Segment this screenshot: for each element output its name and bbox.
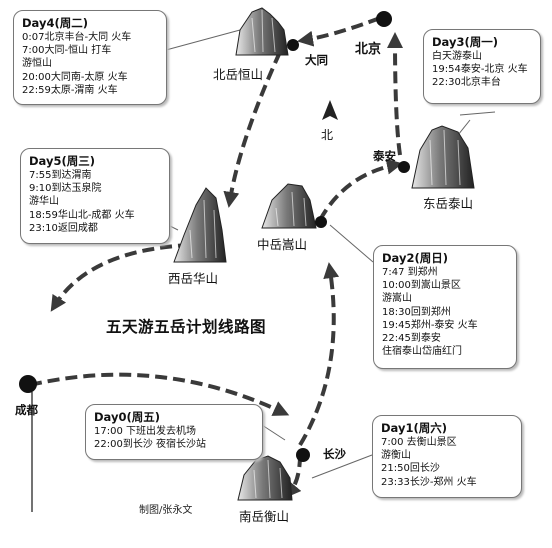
mountain-label-songshan: 中岳嵩山	[257, 237, 308, 252]
day3-box: Day3(周一) 白天游泰山 19:54泰安-北京 火车 22:30北京丰台	[423, 29, 541, 104]
day0-line: 17:00 下班出发去机场	[94, 426, 196, 437]
city-label-changsha: 长沙	[323, 447, 346, 461]
route-beijing-datong	[297, 16, 381, 47]
day1-line: 23:33长沙-郑州 火车	[381, 476, 477, 488]
day2-line: 住宿泰山岱庙红门	[382, 346, 462, 358]
day0-title: Day0(周五)	[94, 410, 160, 424]
mountain-label-taishan: 东岳泰山	[423, 196, 474, 211]
route-path	[29, 16, 404, 499]
day5-line: 游华山	[29, 196, 59, 208]
day5-line: 9:10到达玉泉院	[29, 183, 102, 195]
city-label-beijing: 北京	[355, 42, 382, 57]
day3-line: 22:30北京丰台	[432, 77, 501, 89]
credit-text: 制图/张永文	[139, 505, 193, 516]
dot-chengdu	[19, 375, 37, 393]
day5-box: Day5(周三) 7:55到达渭南 9:10到达玉泉院 游华山 18:59华山北…	[20, 148, 170, 244]
day3-line: 白天游泰山	[432, 51, 482, 62]
dot-datong	[287, 39, 299, 51]
day2-line: 10:00到嵩山景区	[382, 280, 461, 292]
city-label-chengdu: 成都	[15, 403, 38, 417]
day3-line: 19:54泰安-北京 火车	[432, 64, 528, 76]
day4-line: 7:00大同-恒山 打车	[22, 45, 112, 57]
city-label-taian: 泰安	[373, 149, 396, 163]
day5-line: 18:59华山北-成都 火车	[29, 209, 135, 221]
mountain-label-hengshan-south: 南岳衡山	[239, 509, 290, 524]
day1-title: Day1(周六)	[381, 421, 447, 435]
day2-title: Day2(周日)	[382, 251, 448, 265]
dot-songshan	[315, 216, 327, 228]
callout-lines	[165, 29, 496, 479]
day2-line: 18:30回到郑州	[382, 306, 451, 318]
day4-title: Day4(周二)	[22, 16, 88, 30]
day4-box: Day4(周二) 0:07北京丰台-大同 火车 7:00大同-恒山 打车 游恒山…	[13, 10, 167, 105]
day2-line: 22:45到泰安	[382, 333, 441, 345]
day4-line: 0:07北京丰台-大同 火车	[22, 32, 132, 43]
north-arrow-icon	[322, 100, 338, 120]
day5-title: Day5(周三)	[29, 154, 95, 168]
day4-line: 22:59太原-渭南 火车	[22, 84, 118, 96]
compass-label: 北	[321, 128, 334, 142]
route-changsha-hengshan	[284, 454, 302, 499]
mountain-label-hengshan-north: 北岳恒山	[213, 67, 264, 82]
mountain-taishan-icon	[411, 125, 475, 189]
route-taian-beijing	[387, 32, 404, 156]
route-datong-huashan	[223, 51, 282, 208]
day3-title: Day3(周一)	[432, 35, 498, 49]
day4-line: 20:00大同南-太原 火车	[22, 71, 128, 83]
day1-box: Day1(周六) 7:00 去衡山景区 游衡山 21:50回长沙 23:33长沙…	[372, 415, 522, 498]
mountain-hengshan-south-icon	[237, 455, 293, 501]
route-changsha-songshan	[298, 262, 340, 447]
route-songshan-taian	[318, 158, 403, 221]
city-label-datong: 大同	[305, 53, 328, 67]
day4-line: 游恒山	[22, 58, 52, 70]
day0-box: Day0(周五) 17:00 下班出发去机场 22:00到长沙 夜宿长沙站	[85, 404, 263, 460]
mountain-label-huashan: 西岳华山	[168, 271, 219, 286]
day2-line: 游嵩山	[382, 293, 412, 305]
day1-line: 游衡山	[381, 450, 411, 462]
day1-line: 7:00 去衡山景区	[381, 437, 457, 448]
mountain-huashan-icon	[173, 187, 227, 263]
day2-line: 7:47 到郑州	[382, 267, 438, 278]
dot-changsha	[296, 448, 310, 462]
route-huashan-chengdu	[50, 243, 191, 312]
day0-line: 22:00到长沙 夜宿长沙站	[94, 439, 206, 451]
day5-line: 7:55到达渭南	[29, 170, 92, 181]
day2-box: Day2(周日) 7:47 到郑州 10:00到嵩山景区 游嵩山 18:30回到…	[373, 245, 517, 369]
route-chengdu-changsha	[29, 372, 290, 416]
day2-line: 19:45郑州-泰安 火车	[382, 319, 478, 331]
day1-line: 21:50回长沙	[381, 463, 440, 475]
page-title: 五天游五岳计划线路图	[106, 318, 267, 336]
day5-line: 23:10返回成都	[29, 222, 98, 234]
mountain-hengshan-north-icon	[235, 7, 289, 56]
mountain-songshan-icon	[261, 183, 317, 229]
dot-taian	[398, 161, 410, 173]
dot-beijing	[376, 11, 392, 27]
